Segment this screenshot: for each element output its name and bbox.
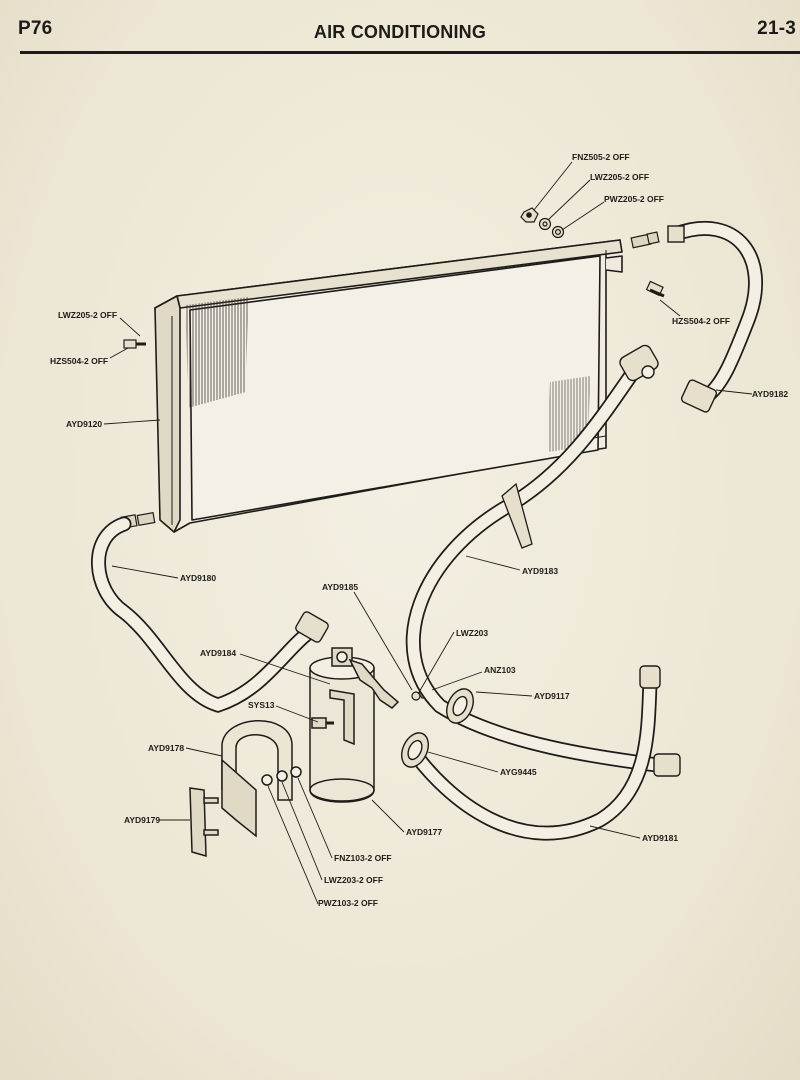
part-label-fnz103: FNZ103-2 OFF [334, 853, 392, 863]
hose-ayd9183 [405, 344, 681, 777]
leader-lines [103, 161, 753, 905]
receiver-drier [309, 647, 400, 803]
hose-ayd9180 [91, 516, 329, 713]
part-label-ayd9184: AYD9184 [200, 648, 237, 658]
part-label-anz103: ANZ103 [484, 665, 516, 675]
part-label-ayg9445: AYG9445 [500, 767, 537, 777]
part-label-sys13: SYS13 [248, 700, 275, 710]
part-label-ayd9178: AYD9178 [148, 743, 185, 753]
part-label-ayd9177: AYD9177 [406, 827, 443, 837]
page-code: P76 [18, 18, 53, 39]
part-label-lwz203-off: LWZ203-2 OFF [324, 875, 384, 885]
header-rule [20, 51, 800, 54]
page-title: AIR CONDITIONING [313, 22, 487, 42]
hose-ayd9181 [404, 665, 661, 841]
clamp-plate [189, 787, 219, 858]
part-label-ayd9117: AYD9117 [534, 691, 570, 701]
condenser [154, 239, 623, 533]
part-label-ayd9179: AYD9179 [124, 815, 161, 825]
part-label-ayd9185: AYD9185 [322, 582, 359, 592]
part-label-lwz203: LWZ203 [456, 628, 489, 638]
part-label-ayd9182: AYD9182 [752, 389, 789, 399]
part-label-ayd9181: AYD9181 [642, 833, 679, 843]
part-label-ayd9180: AYD9180 [180, 573, 217, 583]
part-label-pwz205: PWZ205-2 OFF [604, 194, 664, 204]
part-label-pwz103: PWZ103-2 OFF [318, 898, 378, 908]
grommets [401, 688, 474, 768]
part-label-ayd9120: AYD9120 [66, 419, 103, 429]
part-label-lwz205-left: LWZ205-2 OFF [58, 310, 118, 320]
part-label-ayd9183: AYD9183 [522, 566, 559, 576]
section-number: 21-3 [757, 18, 796, 39]
part-label-fnz505: FNZ505-2 OFF [572, 152, 630, 162]
part-label-lwz205-top: LWZ205-2 OFF [590, 172, 650, 182]
hose-ayd9182 [667, 221, 764, 413]
part-label-hzs504-right: HZS504-2 OFF [672, 316, 731, 326]
part-label-hzs504-left: HZS504-2 OFF [50, 356, 109, 366]
mounting-bracket [221, 720, 302, 838]
